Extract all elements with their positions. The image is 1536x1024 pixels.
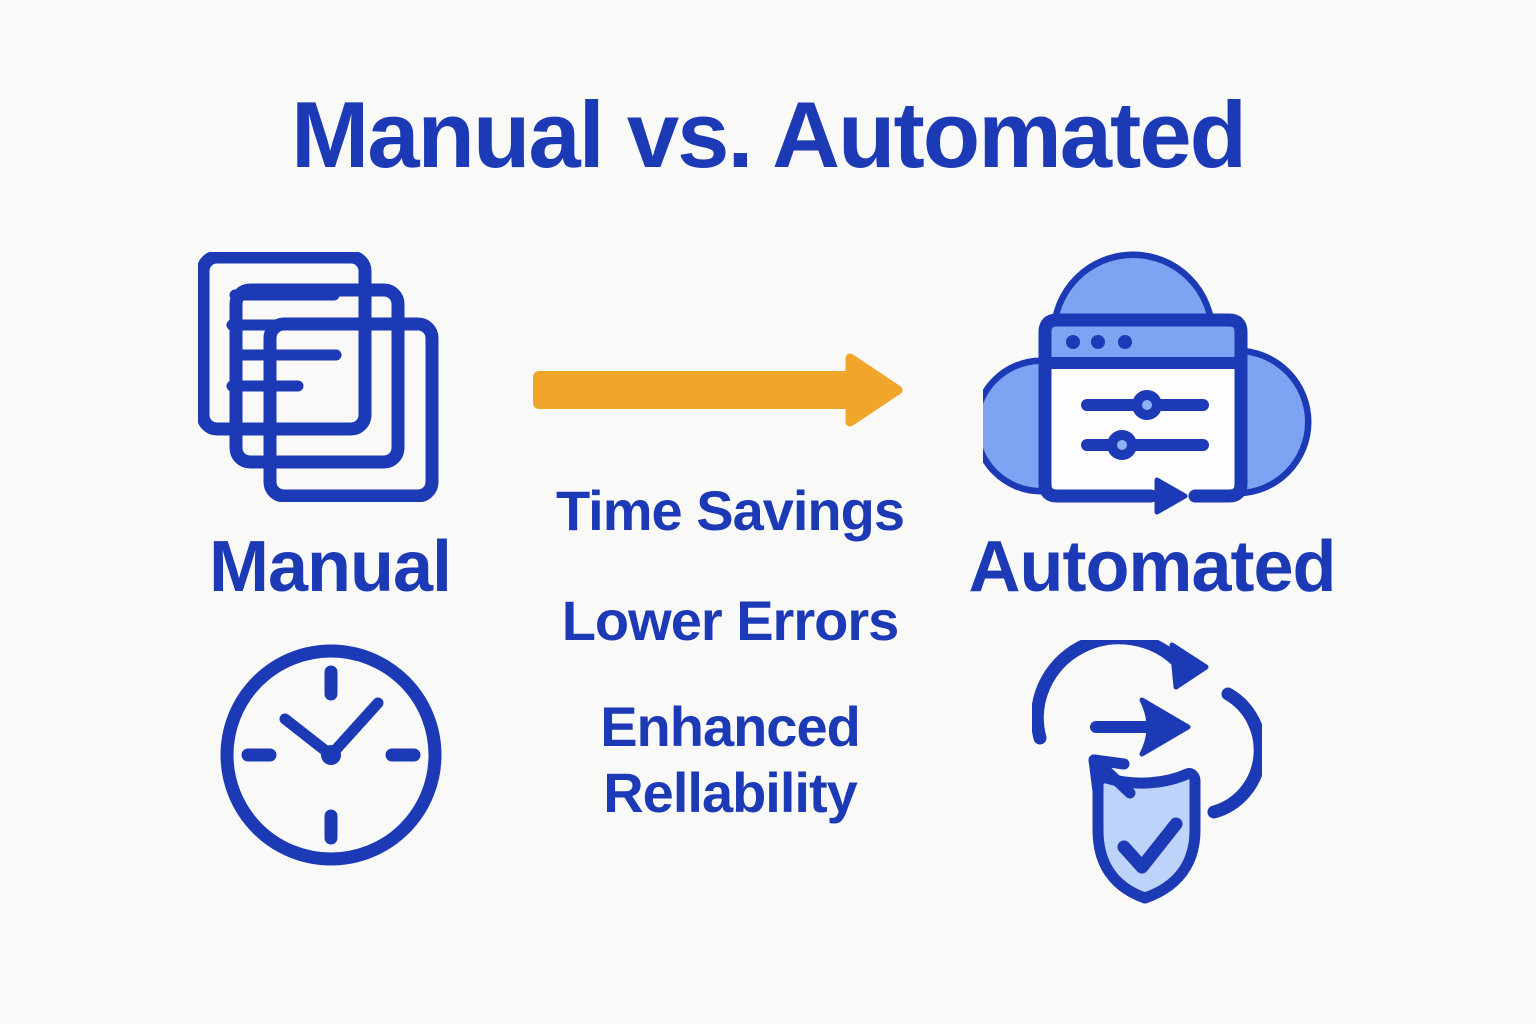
clock-icon [220, 644, 442, 866]
cloud-automation-icon [983, 251, 1312, 515]
benefit-lower-errors: Lower Errors [561, 589, 900, 652]
documents-icon [198, 252, 439, 502]
manual-label: Manual [208, 527, 452, 607]
arrow-right-icon [533, 353, 903, 427]
automated-label: Automated [968, 527, 1337, 607]
benefit-time-savings: Time Savings [555, 479, 905, 542]
sync-shield-icon [1032, 640, 1262, 904]
benefit-enhanced-reliability: Enhanced Rellability [600, 695, 861, 825]
page-title: Manual vs. Automated [290, 82, 1247, 187]
